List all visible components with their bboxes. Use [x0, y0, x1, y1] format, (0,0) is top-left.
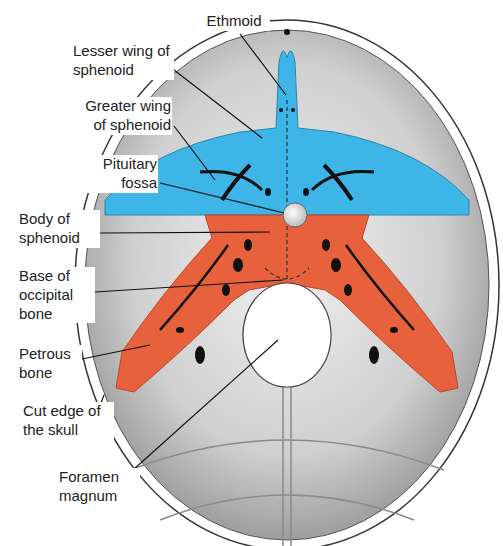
part-label: Pituitary fossa: [66, 155, 158, 193]
part-label: Lesser wing of sphenoid: [72, 42, 174, 80]
part-label: Ethmoid: [198, 12, 270, 31]
part-label: Petrous bone: [18, 345, 82, 383]
part-label: Base of occipital bone: [18, 267, 95, 323]
midline-dashes: [265, 100, 309, 280]
posterior-fossa-lines: [130, 387, 444, 546]
part-label: Body of sphenoid: [18, 210, 100, 248]
part-label: Cut edge of the skull: [22, 402, 114, 440]
pituitary-fossa-shape: [283, 203, 307, 227]
part-label: Foramen magnum: [58, 468, 140, 506]
foramen-magnum-shape: [243, 283, 331, 387]
part-label: Greater wing of sphenoid: [70, 97, 172, 135]
foramen-caecum: [284, 29, 290, 35]
